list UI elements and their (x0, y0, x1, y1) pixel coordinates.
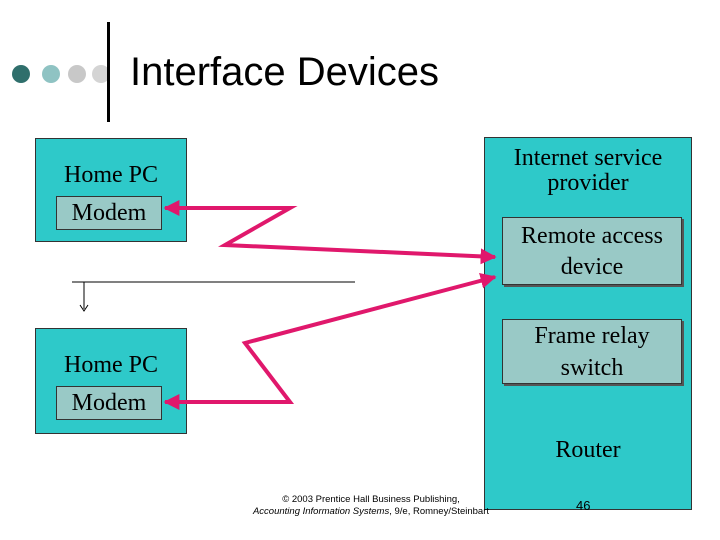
page-title: Interface Devices (130, 50, 440, 94)
remote-access-line2: device (560, 254, 624, 280)
page-number: 46 (576, 498, 591, 513)
frame-relay-line2: switch (560, 355, 624, 381)
isp-box: Internet service provider Remote access … (484, 137, 692, 510)
home-pc-box-top: Home PC Modem (35, 138, 187, 242)
home-pc-label-top: Home PC (63, 162, 158, 188)
decor-dot-teal (42, 65, 60, 83)
decor-dot-light-2 (92, 65, 110, 83)
isp-title-line1: Internet service (513, 145, 663, 171)
decor-dot-light-1 (68, 65, 86, 83)
modem-box-top: Modem (56, 196, 162, 230)
home-pc-box-bottom: Home PC Modem (35, 328, 187, 434)
separator-tick-arrow (79, 304, 89, 312)
footer-book-title: Accounting Information Systems (252, 505, 390, 517)
remote-access-device-box: Remote access device (502, 217, 682, 285)
link-top (163, 200, 497, 265)
link-bottom (163, 272, 497, 410)
title-divider (107, 22, 110, 122)
decor-dot-dark (12, 65, 30, 83)
footer-line1: © 2003 Prentice Hall Business Publishing… (282, 494, 460, 505)
home-pc-label-bottom: Home PC (63, 352, 158, 378)
modem-label-bottom: Modem (71, 390, 147, 416)
modem-label-top: Modem (71, 200, 147, 226)
isp-title-line2: provider (547, 170, 629, 196)
modem-box-bottom: Modem (56, 386, 162, 420)
footer-line2: Accounting Information Systems, 9/e, Rom… (236, 506, 506, 518)
frame-relay-line1: Frame relay (534, 323, 650, 349)
frame-relay-switch-box: Frame relay switch (502, 319, 682, 384)
remote-access-line1: Remote access (521, 223, 663, 249)
router-label: Router (555, 437, 621, 463)
footer-credit: © 2003 Prentice Hall Business Publishing… (236, 494, 506, 518)
footer-edition: , 9/e, Romney/Steinbart (389, 505, 490, 517)
